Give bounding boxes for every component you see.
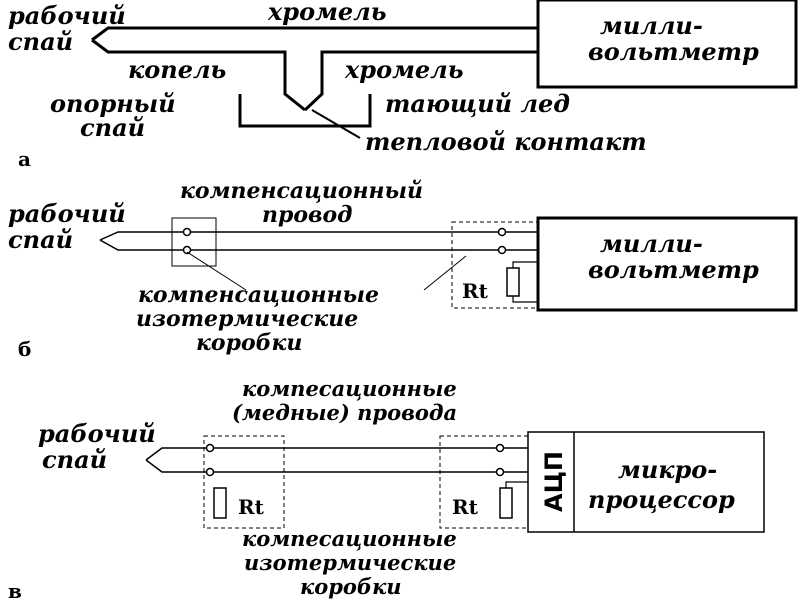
rt-lead-b2 xyxy=(512,296,538,303)
iso-boxes-label-c2: изотермические xyxy=(244,550,456,575)
terminal-b4 xyxy=(497,245,507,255)
panel-b: рабочий спай компенсационный провод милл… xyxy=(8,178,798,361)
panel-letter-a: а xyxy=(18,147,31,171)
mcu-label-1: микро- xyxy=(618,455,717,484)
chromel-right-label: хромель xyxy=(344,55,464,84)
thermal-contact-label: тепловой контакт xyxy=(365,127,647,156)
working-junction-label-a2: спай xyxy=(8,27,73,56)
chromel-top-label: хромель xyxy=(267,0,387,26)
iso-boxes-label-b2: изотермические xyxy=(136,306,358,332)
rt-lead-b xyxy=(512,261,538,268)
meter-label-a1: милли- xyxy=(600,11,703,40)
comp-wires-label-c1: компесационные xyxy=(242,376,457,401)
rt-resistor-c-right xyxy=(499,487,513,519)
meter-label-a2: вольтметр xyxy=(588,37,759,66)
wire-copel xyxy=(91,38,306,112)
iso-box-c-left xyxy=(203,435,285,529)
working-junction-label-c1: рабочий xyxy=(38,419,156,448)
reference-junction-label-1: опорный xyxy=(50,89,176,118)
mcu-label-2: процессор xyxy=(588,485,735,514)
terminal-c2 xyxy=(205,467,215,477)
rt-label-c-right: Rt xyxy=(452,495,479,519)
mcu-box xyxy=(527,431,765,533)
thermal-contact-leader xyxy=(311,109,361,139)
millivoltmeter-box-b xyxy=(536,216,798,312)
millivoltmeter-box-a xyxy=(536,0,798,89)
rt-label-b: Rt xyxy=(462,279,489,303)
reference-junction-label-2: спай xyxy=(80,113,145,142)
leader-b-left xyxy=(186,251,247,291)
wire-chromel-top xyxy=(91,26,538,42)
iso-boxes-label-b3: коробки xyxy=(196,330,302,356)
iso-boxes-label-c3: коробки xyxy=(300,574,402,599)
leader-b-right xyxy=(423,255,467,291)
working-junction-label-c2: спай xyxy=(42,445,107,474)
melting-ice-label: тающий лед xyxy=(385,89,570,118)
working-junction-label-a1: рабочий xyxy=(8,1,126,30)
wire-c-bottom xyxy=(145,459,528,473)
terminal-b3 xyxy=(497,227,507,237)
meter-label-b2: вольтметр xyxy=(588,255,759,284)
wire-b-top xyxy=(99,231,538,241)
terminal-c3 xyxy=(495,443,505,453)
panel-letter-b: б xyxy=(18,337,31,361)
working-junction-label-b2: спай xyxy=(8,225,73,254)
terminal-b1 xyxy=(182,227,192,237)
rt-resistor-b xyxy=(506,267,520,297)
ice-bath xyxy=(238,94,372,128)
wire-chromel-right xyxy=(303,50,538,112)
iso-boxes-label-b1: компенсационные xyxy=(138,282,379,308)
wire-c-top xyxy=(145,447,528,461)
terminal-b2 xyxy=(182,245,192,255)
iso-box-b-left xyxy=(171,217,217,267)
panel-c: компесационные (медные) провода рабочий … xyxy=(8,376,765,600)
working-junction-label-b1: рабочий xyxy=(8,199,126,228)
iso-boxes-label-c1: компесационные xyxy=(242,526,457,551)
wire-b-bottom xyxy=(99,239,538,251)
rt-resistor-c-left xyxy=(213,487,227,519)
rt-label-c-left: Rt xyxy=(238,495,265,519)
comp-wire-label-1: компенсационный xyxy=(180,178,423,204)
meter-label-b1: милли- xyxy=(600,229,703,258)
terminal-c1 xyxy=(205,443,215,453)
terminal-c4 xyxy=(495,467,505,477)
rt-lead-c xyxy=(505,481,528,488)
panel-letter-c: в xyxy=(8,579,22,600)
comp-wires-label-c2: (медные) провода xyxy=(232,400,457,425)
adc-label: АЦП xyxy=(540,451,568,512)
comp-wire-label-2: провод xyxy=(262,202,352,228)
panel-a: рабочий спай хромель копель хромель милл… xyxy=(8,0,798,171)
copel-label: копель xyxy=(128,55,226,84)
